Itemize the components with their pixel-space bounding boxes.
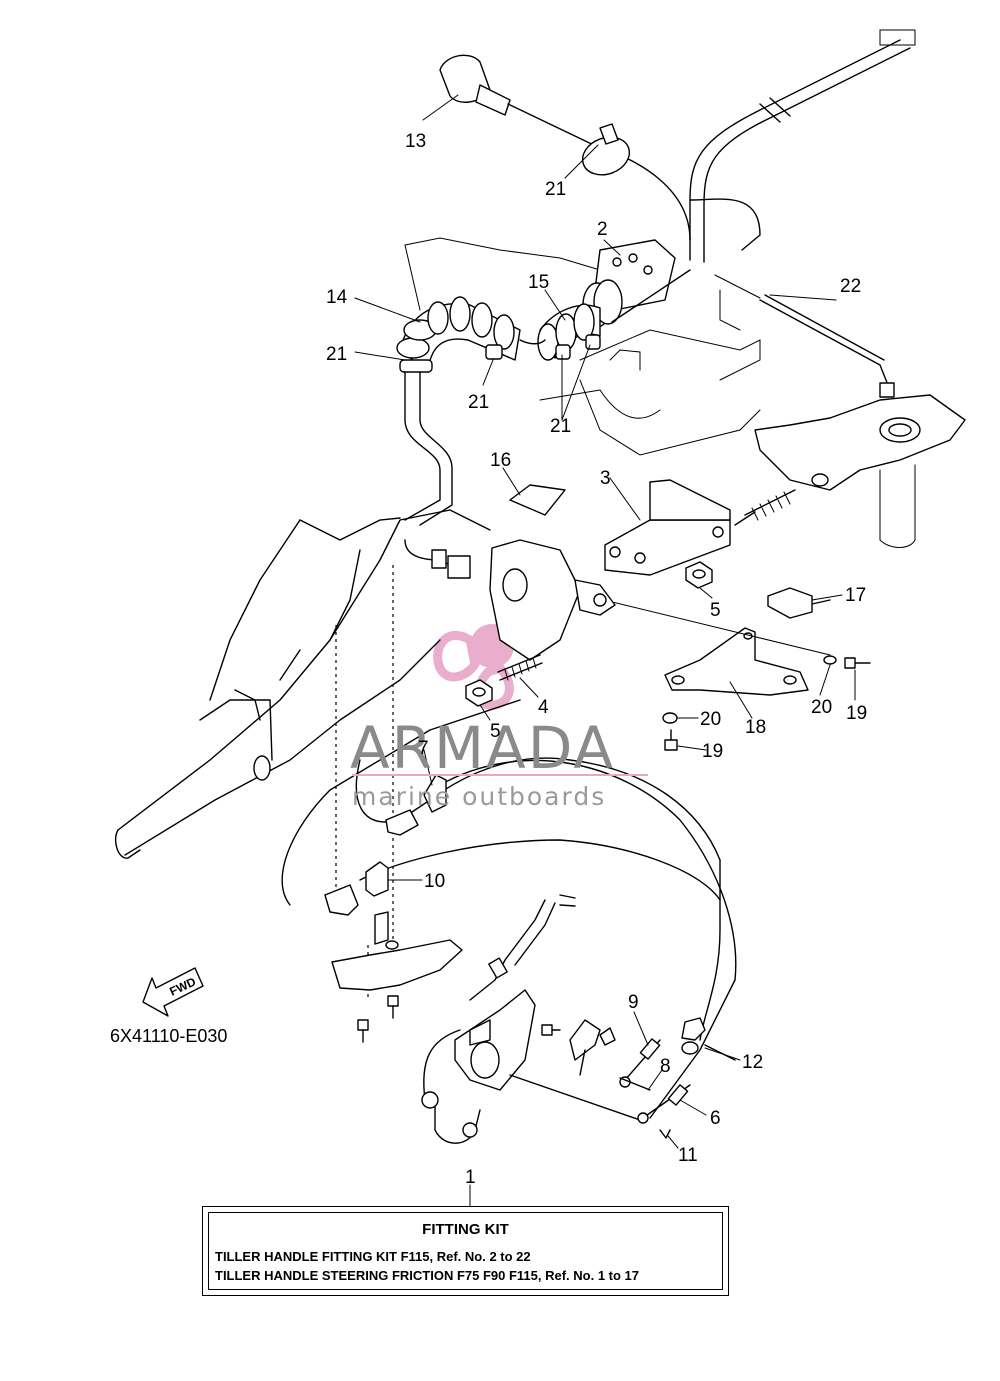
- grommet-2-part: [582, 239, 691, 328]
- callout-19-left: 19: [702, 741, 723, 762]
- callout-17: 17: [845, 585, 866, 606]
- throttle-housing-part: [489, 539, 616, 661]
- clip-8-part: [619, 1077, 651, 1091]
- callout-16: 16: [490, 450, 511, 471]
- bolt-19-right-part: [844, 657, 871, 669]
- callout-13: 13: [405, 131, 426, 152]
- friction-block-3-part: [604, 479, 756, 576]
- clip-17-part: [767, 587, 831, 619]
- callout-2: 2: [597, 219, 608, 240]
- fitting-kit-line-2: TILLER HANDLE STEERING FRICTION F75 F90 …: [215, 1268, 640, 1283]
- clip-11-part: [659, 1129, 671, 1139]
- watermark-rule: [352, 774, 648, 776]
- callout-15: 15: [528, 272, 549, 293]
- bolt-19-left-part: [664, 729, 678, 751]
- callout-6: 6: [710, 1108, 721, 1129]
- fitting-kit-box: FITTING KIT TILLER HANDLE FITTING KIT F1…: [202, 1206, 729, 1296]
- cable-tie-21-mid-part: [485, 344, 503, 360]
- nut-5-top-part: [685, 561, 713, 589]
- rod-end-6-part: [637, 1084, 691, 1124]
- callout-20-left: 20: [700, 709, 721, 730]
- corrugated-tube-15-part: [537, 303, 601, 361]
- plate-18-part: [664, 627, 809, 696]
- callout-3: 3: [600, 468, 611, 489]
- fitting-kit-title: FITTING KIT: [422, 1221, 509, 1238]
- corrugated-tube-14-part: [396, 296, 546, 373]
- nut-5-bottom-part: [465, 679, 493, 707]
- cable-tie-21-left-part: [399, 359, 433, 373]
- callout-5-bottom: 5: [490, 721, 501, 742]
- callout-4: 4: [538, 697, 549, 718]
- rod-end-9-part: [619, 1038, 661, 1088]
- clip-12-part: [681, 1017, 736, 1061]
- callout-7: 7: [418, 738, 429, 759]
- friction-mechanism-part: [421, 894, 641, 1144]
- watermark-subtitle: marine outboards: [352, 782, 606, 811]
- main-harness-cable: [689, 29, 916, 263]
- callout-19-right: 19: [846, 703, 867, 724]
- washer-20-left-part: [662, 712, 678, 724]
- callout-21-left: 21: [326, 344, 347, 365]
- spring-rod-part: [744, 489, 796, 521]
- callout-1: 1: [465, 1167, 476, 1188]
- harness-lead: [404, 371, 471, 579]
- diagram-code: 6X41110-E030: [110, 1026, 228, 1046]
- assembly-guide-lines: [335, 565, 394, 1000]
- callout-21-mid: 21: [468, 392, 489, 413]
- fwd-arrow-icon: FWD: [142, 967, 204, 1017]
- engine-bracket-outline: [404, 237, 761, 456]
- callout-labels: 13 21 2 22 14 15 21 21 21 16 3 5 17 4 20…: [326, 131, 867, 1188]
- clamp-7-part: [385, 774, 447, 836]
- callout-8: 8: [660, 1056, 671, 1077]
- connector-13-part: [439, 54, 691, 241]
- pad-16-part: [509, 484, 566, 516]
- callout-21-top: 21: [545, 179, 566, 200]
- callout-12: 12: [742, 1052, 763, 1073]
- watermark-title: ARMADA: [350, 714, 615, 782]
- fitting-kit-line-1: TILLER HANDLE FITTING KIT F115, Ref. No.…: [215, 1249, 531, 1264]
- callout-10: 10: [424, 871, 445, 892]
- callout-20-right: 20: [811, 697, 832, 718]
- tiller-handle-part: [114, 509, 491, 859]
- rod-22-part: [714, 274, 895, 398]
- callout-11: 11: [678, 1145, 698, 1166]
- fitting-kit-inner-border: FITTING KIT TILLER HANDLE FITTING KIT F1…: [208, 1212, 723, 1290]
- stud-4-part: [497, 654, 543, 681]
- clamp-10-part: [324, 861, 389, 916]
- washer-20-right-part: [823, 655, 837, 665]
- callout-9: 9: [628, 992, 639, 1013]
- lower-bracket-part: [331, 911, 463, 1043]
- steering-arm-part: [754, 394, 966, 548]
- callout-14: 14: [326, 287, 348, 308]
- cable-tie-21-top-part: [581, 123, 631, 176]
- leader-lines: [354, 94, 856, 1207]
- callout-18: 18: [745, 717, 766, 738]
- callout-22: 22: [840, 276, 861, 297]
- callout-21-right: 21: [550, 416, 571, 437]
- callout-5-top: 5: [710, 600, 721, 621]
